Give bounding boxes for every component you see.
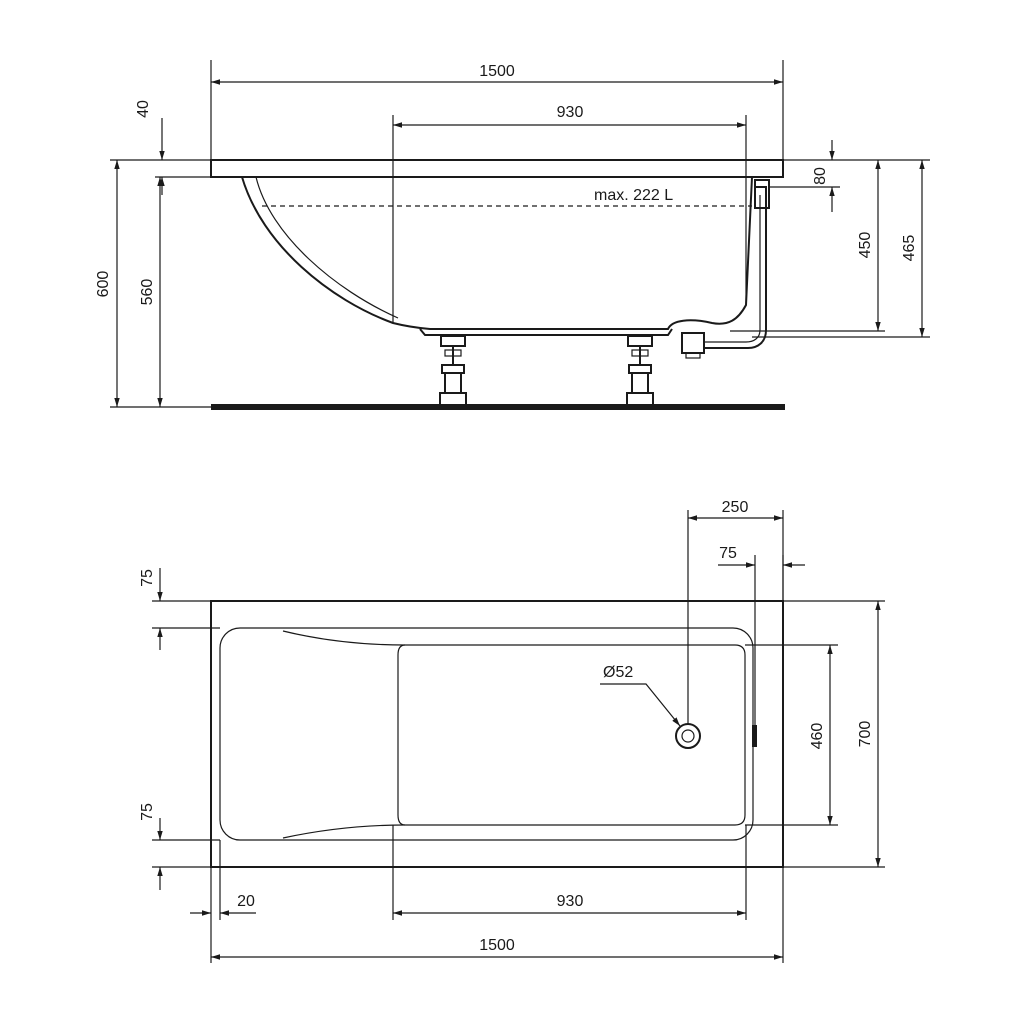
bath-rim (210, 159, 784, 178)
waste-trap-cap (685, 352, 701, 359)
overflow-pipe-inner (705, 195, 761, 343)
waste-trap (681, 332, 705, 354)
dim-plan-overall-length: 1500 (479, 937, 515, 954)
side-view: max. 222 L 1500 930 40 600 560 80 (95, 60, 930, 410)
plan-backrest-curve-top (282, 630, 406, 646)
dim-overflow-height: 450 (857, 232, 874, 259)
capacity-label: max. 222 L (594, 187, 673, 204)
dim-rim-bottom: 75 (139, 803, 156, 821)
dim-inner-length: 930 (557, 104, 584, 121)
dim-plan-inner-length: 930 (557, 893, 584, 910)
dim-inner-width: 460 (809, 723, 826, 750)
waste-outlet (675, 723, 701, 749)
plan-inner-basin (219, 627, 754, 841)
bath-base (419, 328, 673, 336)
floor-line (211, 404, 785, 410)
plan-backrest (397, 644, 746, 826)
dim-total-height: 600 (95, 271, 112, 298)
dim-rim-to-overflow: 80 (812, 167, 829, 185)
overflow-mark (752, 725, 757, 747)
plan-view: Ø52 250 75 75 75 20 930 (139, 499, 885, 963)
dim-rim-height-waste: 465 (901, 235, 918, 262)
plan-outline (210, 600, 784, 868)
dim-waste-offset: 250 (722, 499, 749, 516)
dim-bath-height: 560 (139, 279, 156, 306)
dim-waste-diameter: Ø52 (603, 664, 633, 681)
dim-end-offset: 20 (237, 893, 255, 910)
overflow-pipe (705, 186, 767, 349)
plan-backrest-curve-bottom (282, 824, 406, 839)
waste-outlet-inner (681, 729, 695, 743)
dim-rim-thickness: 40 (135, 100, 152, 118)
overflow-head (754, 179, 770, 209)
dim-overall-length: 1500 (479, 63, 515, 80)
bath-shell (241, 176, 753, 330)
bath-shell-inner (255, 176, 399, 319)
dim-overflow-offset: 75 (719, 545, 737, 562)
leg-right (626, 335, 654, 406)
dim-rim-top: 75 (139, 569, 156, 587)
waste-leader (600, 683, 681, 727)
dim-overall-width: 700 (857, 721, 874, 748)
leg-left (439, 335, 467, 406)
